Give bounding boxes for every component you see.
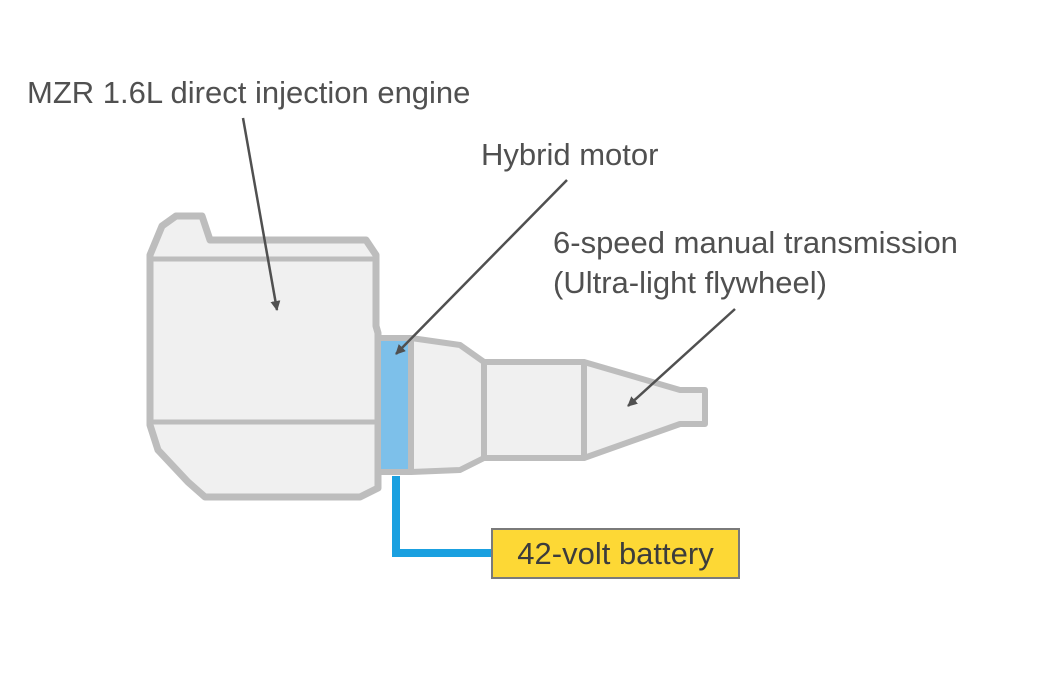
engine-label: MZR 1.6L direct injection engine <box>27 75 471 110</box>
transmission-case <box>481 359 587 461</box>
transmission-label-line2: (Ultra-light flywheel) <box>553 265 827 300</box>
battery-wire <box>392 476 491 557</box>
transmission-label-line1: 6-speed manual transmission <box>553 225 958 260</box>
transmission-pointer-arrow <box>627 308 736 407</box>
battery-box-background <box>491 528 740 579</box>
hybrid-motor-pointer-arrow <box>395 179 568 355</box>
battery-label: 42-volt battery <box>517 535 714 571</box>
engine-block <box>146 212 382 501</box>
transmission-tail <box>581 359 708 461</box>
transmission-bell-housing <box>408 335 487 475</box>
battery-box: 42-volt battery <box>491 528 740 579</box>
hybrid-motor-label: Hybrid motor <box>481 137 659 172</box>
hybrid-motor-element <box>375 335 414 475</box>
engine-housing <box>146 212 382 501</box>
engine-pointer-arrow <box>241 117 281 311</box>
